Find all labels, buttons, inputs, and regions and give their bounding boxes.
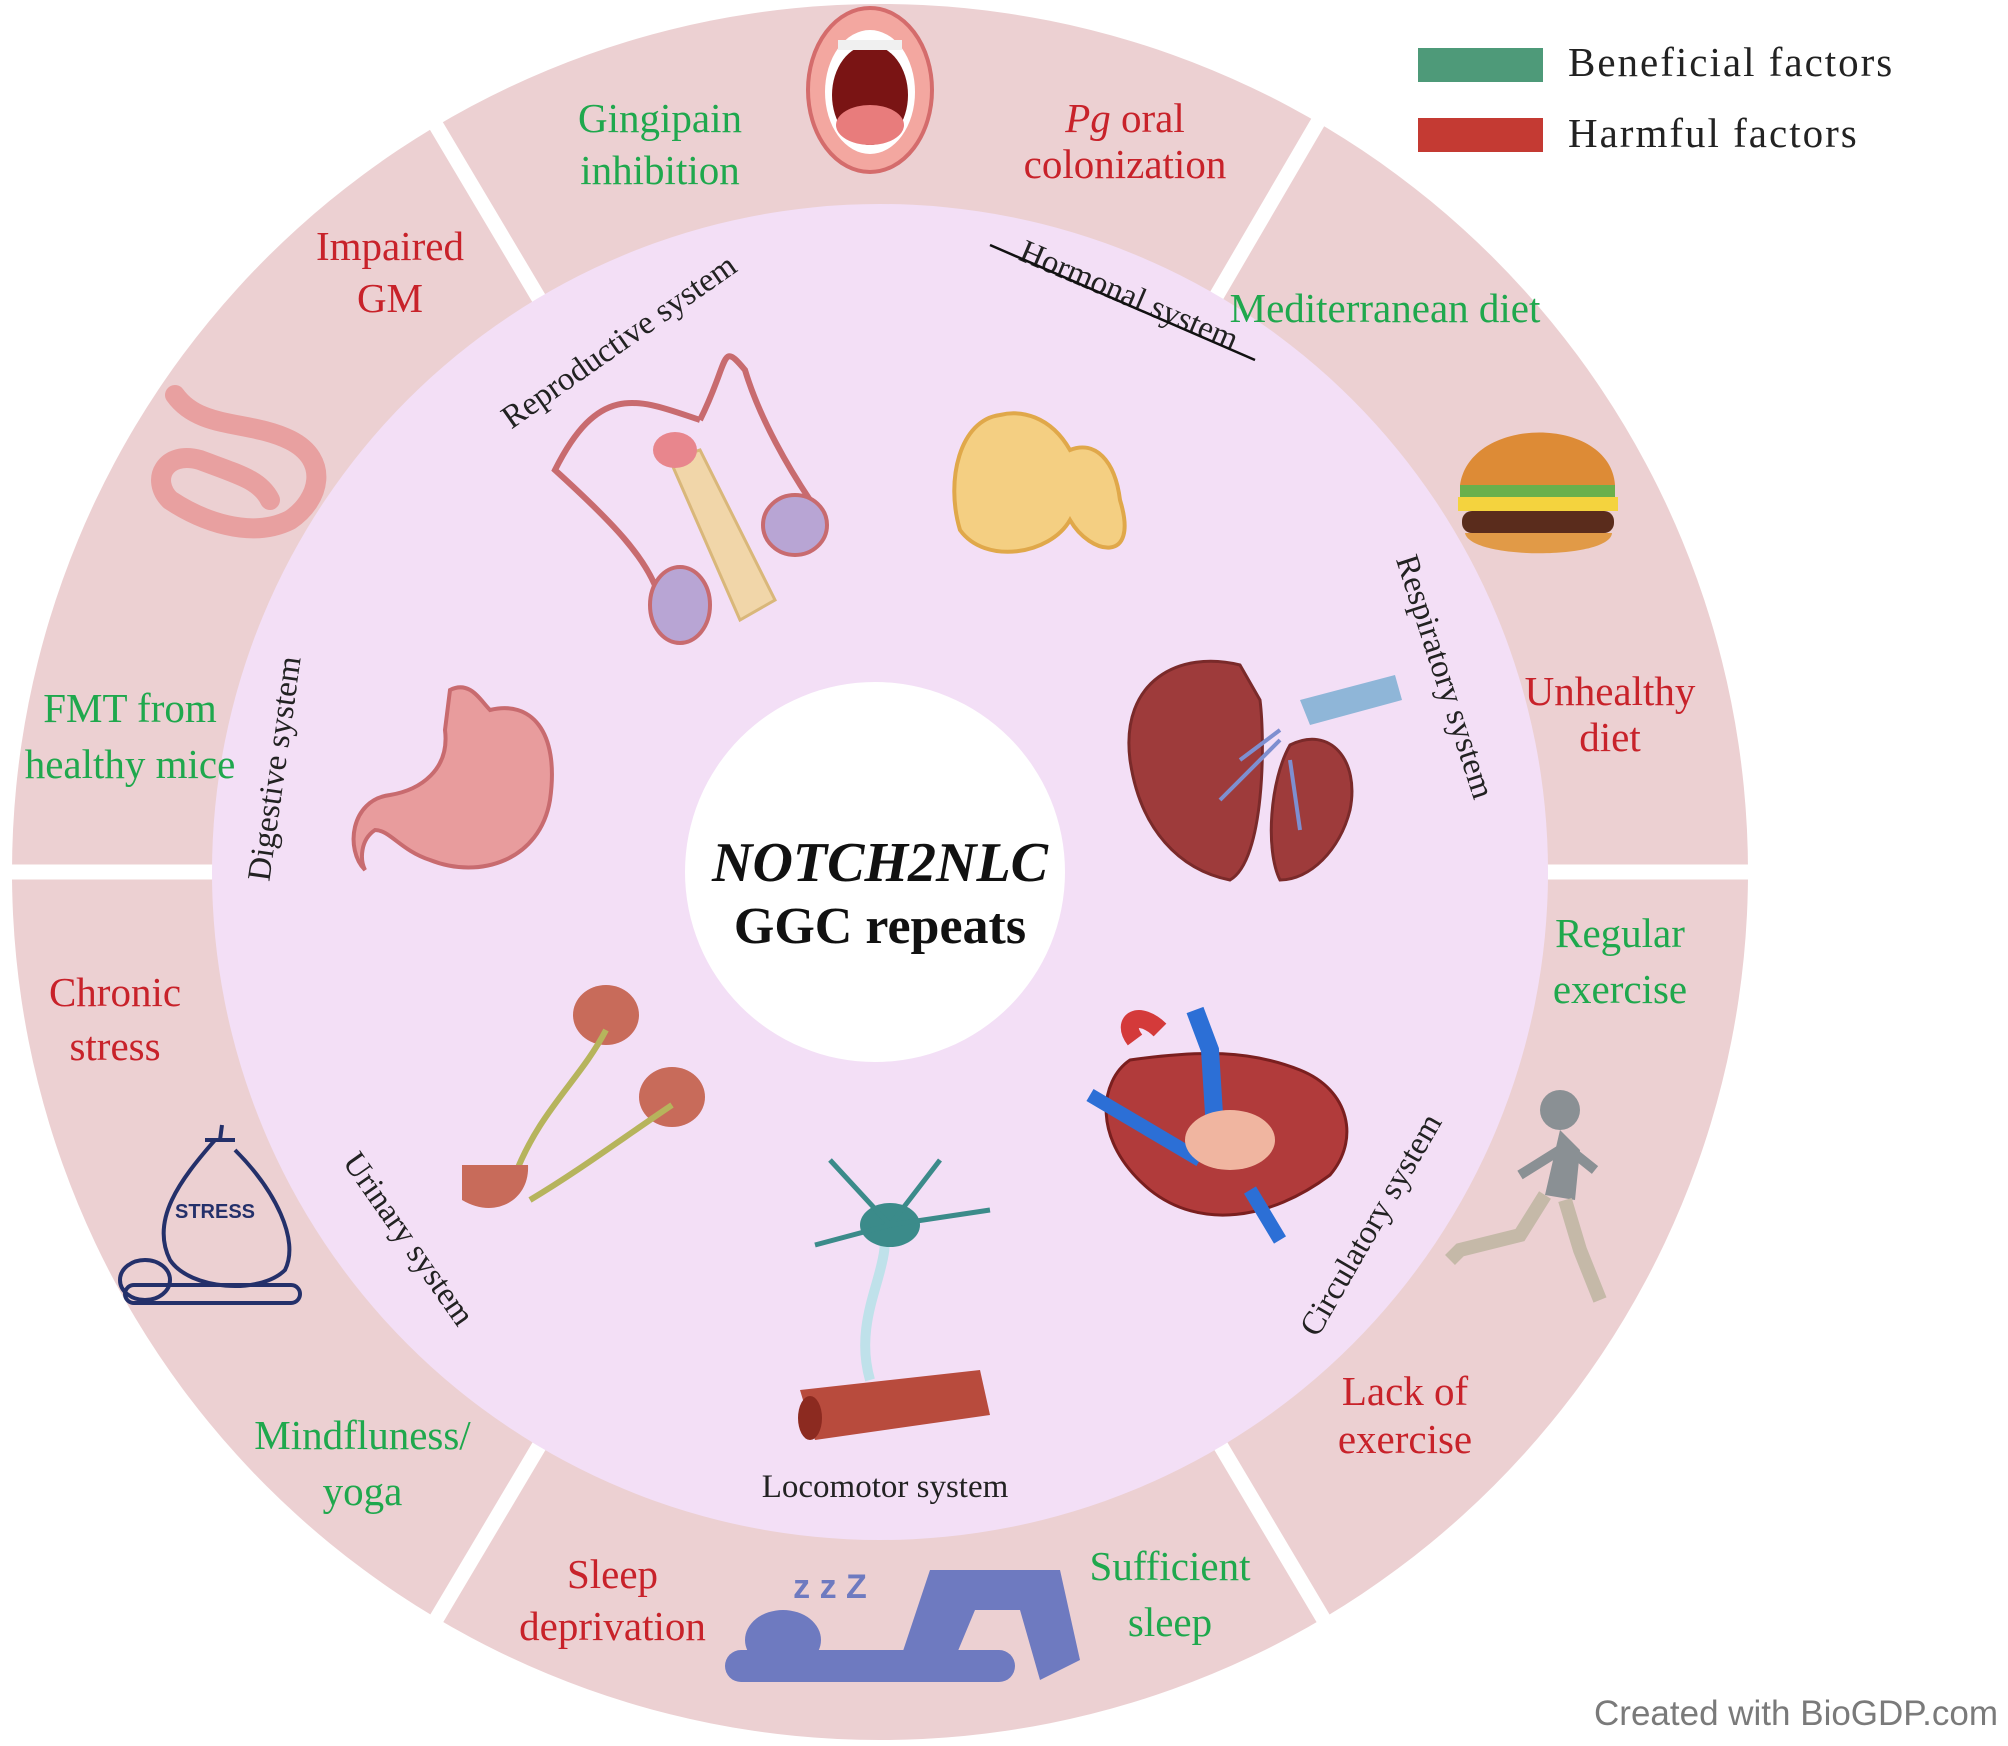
center-label: NOTCH2NLC GGC repeats (680, 830, 1080, 958)
heart-icon (1086, 1006, 1349, 1244)
lungs-icon (1127, 659, 1402, 882)
urinary-tract-icon (462, 985, 705, 1208)
credit-text: Created with BioGDP.com (1594, 1694, 1998, 1733)
legend-swatch-beneficial (1418, 48, 1543, 82)
system-label-locomotor: Locomotor system (762, 1469, 1009, 1505)
sleeping-person-icon (725, 1570, 1080, 1682)
factor-fmt-healthy-mice: FMT from healthy mice (24, 685, 236, 787)
legend-label-harmful: Harmful factors (1568, 110, 1859, 156)
burger-icon (1458, 432, 1618, 554)
factor-regular-exercise: Regular exercise (1552, 910, 1688, 1012)
legend-label-beneficial: Beneficial factors (1568, 39, 1894, 85)
factor-lack-of-exercise: Lack of exercise (1337, 1368, 1473, 1462)
factor-impaired-gm: Impaired GM (316, 223, 464, 321)
pg-rest: oral colonization (1023, 95, 1227, 187)
factor-chronic-stress: Chronic stress (48, 969, 182, 1069)
thyroid-icon (952, 411, 1127, 554)
intestine-icon (151, 385, 327, 539)
factor-sleep-deprivation: Sleep deprivation (519, 1551, 706, 1649)
gene-name: NOTCH2NLC (712, 832, 1048, 894)
stress-bag-icon (118, 1124, 302, 1305)
sleep-z-icon: z z Z (793, 1568, 867, 1606)
stress-bag-label: STRESS (175, 1201, 255, 1223)
factor-gingipain-inhibition: Gingipain inhibition (578, 95, 742, 193)
stomach-icon (351, 685, 554, 872)
repeat-label: GGC repeats (733, 898, 1027, 955)
pg-italic: Pg (1065, 95, 1111, 141)
runner-icon (1445, 1090, 1607, 1303)
legend-swatch-harmful (1418, 118, 1543, 152)
factor-mindfulness-yoga: Mindfluness/ yoga (254, 1412, 471, 1514)
open-mouth-icon (806, 6, 934, 174)
center-disc (685, 682, 1065, 1062)
factor-pg-oral-colonization: Pg oral colonization (1010, 95, 1240, 187)
reproductive-organs-icon (551, 353, 829, 645)
factor-mediterranean-diet: Mediterranean diet (1229, 285, 1541, 331)
factor-sufficient-sleep: Sufficient sleep (1089, 1543, 1251, 1645)
neuron-muscle-icon (798, 1158, 991, 1440)
factor-unhealthy-diet: Unhealthy diet (1524, 668, 1696, 760)
